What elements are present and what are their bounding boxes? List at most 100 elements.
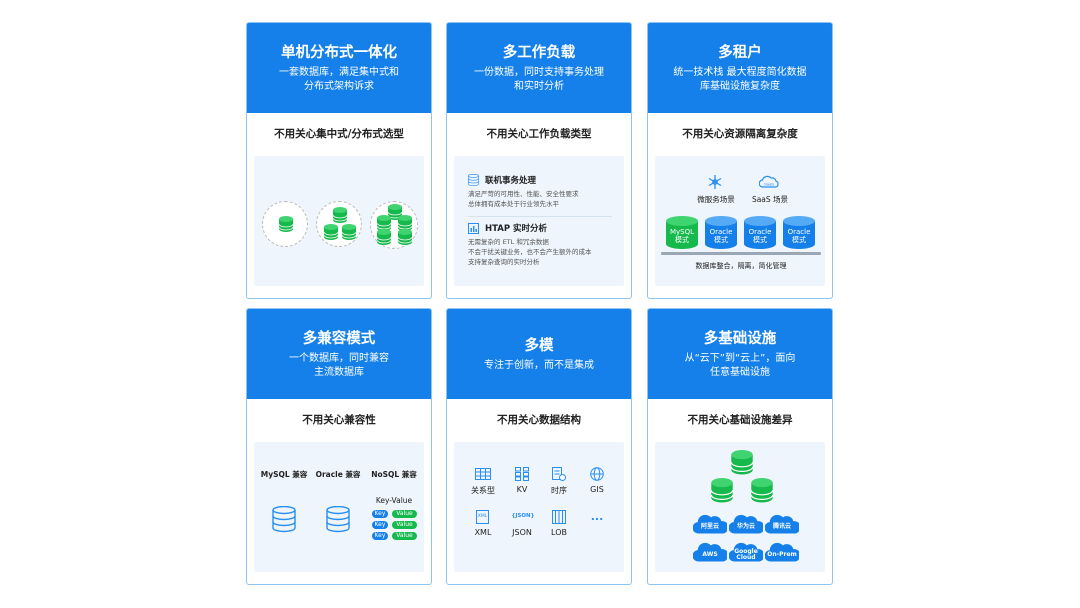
database-icon xyxy=(751,478,773,504)
database-icon xyxy=(744,216,776,249)
cloud-label: On-Prem xyxy=(767,551,797,558)
single-node-circle xyxy=(262,201,308,247)
card-title: 多模 xyxy=(524,337,554,354)
card-multi-tenant: 多租户 统一技术栈 最大程度简化数据 库基础设施复杂度 不用关心资源隔离复杂度 … xyxy=(647,22,833,299)
key-pill: Key xyxy=(372,521,388,529)
cloud-label: 阿里云 xyxy=(700,523,719,530)
oltp-line: 满足严苛的可用性、性能、安全性要求 xyxy=(468,190,579,198)
oracle-compat-label: Oracle 兼容 xyxy=(315,470,361,479)
database-icon xyxy=(666,216,698,249)
cloud-label: Cloud xyxy=(736,554,756,561)
database-icon xyxy=(326,506,350,533)
saas-cloud-icon: SaaS xyxy=(759,175,779,188)
illustration-panel: 关系型 KV 时序 GIS XML XML {JSON} JSON xyxy=(454,442,624,572)
card-desc-line: 任意基础设施 xyxy=(710,366,770,378)
model-json: JSON xyxy=(512,528,532,537)
tenant-db-line: 模式 xyxy=(792,236,806,244)
database-icon xyxy=(333,207,347,224)
cloud-label: 腾讯云 xyxy=(772,523,791,530)
card-header: 多租户 统一技术栈 最大程度简化数据 库基础设施复杂度 xyxy=(648,23,832,113)
tenant-db-line: MySQL xyxy=(669,228,695,236)
cloud-huawei: 华为云 xyxy=(729,512,763,536)
platform-bar xyxy=(661,252,821,255)
tenant-db-oracle: Oracle 模式 xyxy=(743,216,777,250)
tenant-db-mysql: MySQL 模式 xyxy=(665,216,699,250)
multi-node-circle xyxy=(370,201,418,249)
card-desc-line: 库基础设施复杂度 xyxy=(700,80,780,92)
tenant-db-line: 模式 xyxy=(753,236,767,244)
nosql-compat-label: NoSQL 兼容 xyxy=(371,470,417,479)
kv-title: Key-Value xyxy=(375,496,413,505)
database-icon xyxy=(342,224,356,241)
card-header: 多兼容模式 一个数据库，同时兼容 主流数据库 xyxy=(247,309,431,399)
model-lob: LOB xyxy=(551,528,567,537)
card-header: 单机分布式一体化 一套数据库，满足集中式和 分布式架构诉求 xyxy=(247,23,431,113)
tenant-db-line: Oracle xyxy=(748,228,772,236)
oltp-title: 联机事务处理 xyxy=(485,176,537,186)
model-kv: KV xyxy=(516,485,528,494)
cloud-onprem: On-Prem xyxy=(765,540,799,564)
card-subtitle: 不用关心集中式/分布式选型 xyxy=(274,128,404,140)
more-models: ... xyxy=(590,510,604,523)
database-icon xyxy=(398,229,412,246)
card-desc-line: 统一技术栈 最大程度简化数据 xyxy=(673,66,807,78)
json-icon: {JSON} xyxy=(511,513,535,519)
card-header: 多工作负载 一份数据，同时支持事务处理 和实时分析 xyxy=(447,23,631,113)
tenant-db-oracle: Oracle 模式 xyxy=(782,216,816,250)
htap-line: 支持复杂查询的实时分析 xyxy=(468,258,540,266)
card-title: 多兼容模式 xyxy=(302,330,376,347)
model-timeseries: 时序 xyxy=(551,486,567,495)
cloud-google: Google Cloud xyxy=(729,540,763,564)
card-title: 多租户 xyxy=(718,44,762,61)
card-desc-line: 一个数据库，同时兼容 xyxy=(289,352,389,364)
illustration-panel: 阿里云 华为云 腾讯云 AWS Google Cloud On-Prem xyxy=(655,442,825,572)
illustration-panel: 微服务场景 SaaS SaaS 场景 MySQL 模式 Oracle 模式 xyxy=(655,156,825,286)
card-desc-line: 一套数据库，满足集中式和 xyxy=(279,66,399,78)
tenant-db-line: 模式 xyxy=(714,236,728,244)
database-icon xyxy=(705,216,737,249)
timeseries-icon xyxy=(552,467,566,481)
value-pill: Value xyxy=(392,510,417,518)
database-icon xyxy=(711,478,733,504)
card-subtitle: 不用关心基础设施差异 xyxy=(687,414,793,426)
key-pill: Key xyxy=(372,532,388,540)
model-relational: 关系型 xyxy=(471,486,495,495)
oltp-block: 联机事务处理 满足严苛的可用性、性能、安全性要求 总体拥有成本处于行业领先水平 xyxy=(468,174,618,209)
card-multi-model: 多模 专注于创新，而不是集成 不用关心数据结构 关系型 KV 时序 GIS xyxy=(446,308,632,585)
card-desc-line: 一份数据，同时支持事务处理 xyxy=(474,66,604,78)
tenant-db-line: Oracle xyxy=(709,228,733,236)
illustration-panel: MySQL 兼容 Oracle 兼容 NoSQL 兼容 Key-Value Ke… xyxy=(254,442,424,572)
card-multi-compat: 多兼容模式 一个数据库，同时兼容 主流数据库 不用关心兼容性 MySQL 兼容 … xyxy=(246,308,432,585)
card-subtitle: 不用关心工作负载类型 xyxy=(486,128,592,140)
microservice-label: 微服务场景 xyxy=(697,195,735,204)
card-title: 多基础设施 xyxy=(703,330,777,347)
card-header: 多模 专注于创新，而不是集成 xyxy=(447,309,631,399)
card-subtitle: 不用关心资源隔离复杂度 xyxy=(682,128,798,140)
database-icon xyxy=(468,174,479,186)
card-desc-line: 分布式架构诉求 xyxy=(304,80,374,92)
globe-icon xyxy=(590,467,604,481)
svg-text:SaaS: SaaS xyxy=(764,182,774,187)
card-desc-line: 和实时分析 xyxy=(514,80,564,92)
cloud-label: 华为云 xyxy=(736,523,755,530)
illustration-panel xyxy=(254,156,424,286)
table-icon xyxy=(475,468,491,480)
cloud-label: Google xyxy=(734,548,758,555)
xml-icon: XML xyxy=(476,510,489,524)
kv-icon xyxy=(515,467,529,481)
card-desc-line: 主流数据库 xyxy=(314,366,364,378)
tenant-db-line: 模式 xyxy=(675,236,689,244)
database-icon xyxy=(279,216,293,233)
snowflake-icon xyxy=(708,175,722,189)
three-node-circle xyxy=(316,201,362,247)
value-pill: Value xyxy=(392,521,417,529)
card-desc-line: 专注于创新，而不是集成 xyxy=(484,359,594,371)
tenant-db-oracle: Oracle 模式 xyxy=(704,216,738,250)
cloud-aliyun: 阿里云 xyxy=(693,512,727,536)
card-multi-infra: 多基础设施 从“云下”到“云上”，面向 任意基础设施 不用关心基础设施差异 阿里… xyxy=(647,308,833,585)
tenant-db-line: Oracle xyxy=(787,228,811,236)
chart-icon xyxy=(468,222,479,234)
illustration-panel: 联机事务处理 满足严苛的可用性、性能、安全性要求 总体拥有成本处于行业领先水平 … xyxy=(454,156,624,286)
database-icon xyxy=(731,450,753,476)
key-pill: Key xyxy=(372,510,388,518)
